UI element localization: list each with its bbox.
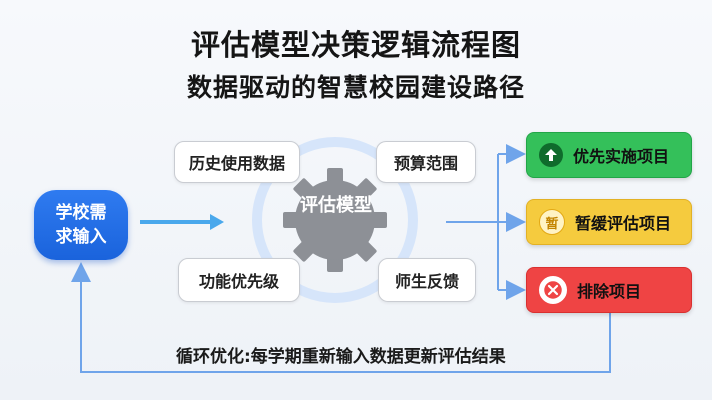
outcome-priority-label: 优先实施项目: [573, 147, 670, 166]
outcome-exclude: 排除项目: [526, 267, 692, 313]
feedback-loop-line: [71, 262, 611, 373]
outcome-defer-evaluate: 暂 暂缓评估项目: [526, 199, 692, 245]
outcome-exclude-label: 排除项目: [577, 282, 642, 301]
defer-badge-icon: 暂: [539, 209, 565, 235]
loop-optimization-label: 循环优化:每学期重新输入数据更新评估结果: [176, 347, 506, 367]
evaluation-model-label: 评估模型: [300, 195, 372, 216]
factor-history-usage: 历史使用数据: [174, 141, 300, 183]
gear-icon: [283, 168, 387, 272]
diagram-subtitle: 数据驱动的智慧校园建设路径: [186, 73, 525, 102]
outcome-defer-label: 暂缓评估项目: [575, 214, 672, 233]
factor-function-priority: 功能优先级: [178, 258, 300, 302]
diagram-title: 评估模型决策逻辑流程图: [190, 28, 521, 62]
school-needs-input-label: 学校需求输入: [55, 203, 107, 247]
arrow-up-icon: [539, 143, 563, 167]
outcome-priority-implement: 优先实施项目: [526, 132, 692, 178]
factor-feedback: 师生反馈: [378, 258, 476, 302]
school-needs-input-node: 学校需求输入: [34, 190, 128, 260]
x-circle-icon: [539, 276, 567, 304]
factor-budget-range: 预算范围: [376, 141, 476, 183]
model-halo-ring: [252, 137, 418, 303]
